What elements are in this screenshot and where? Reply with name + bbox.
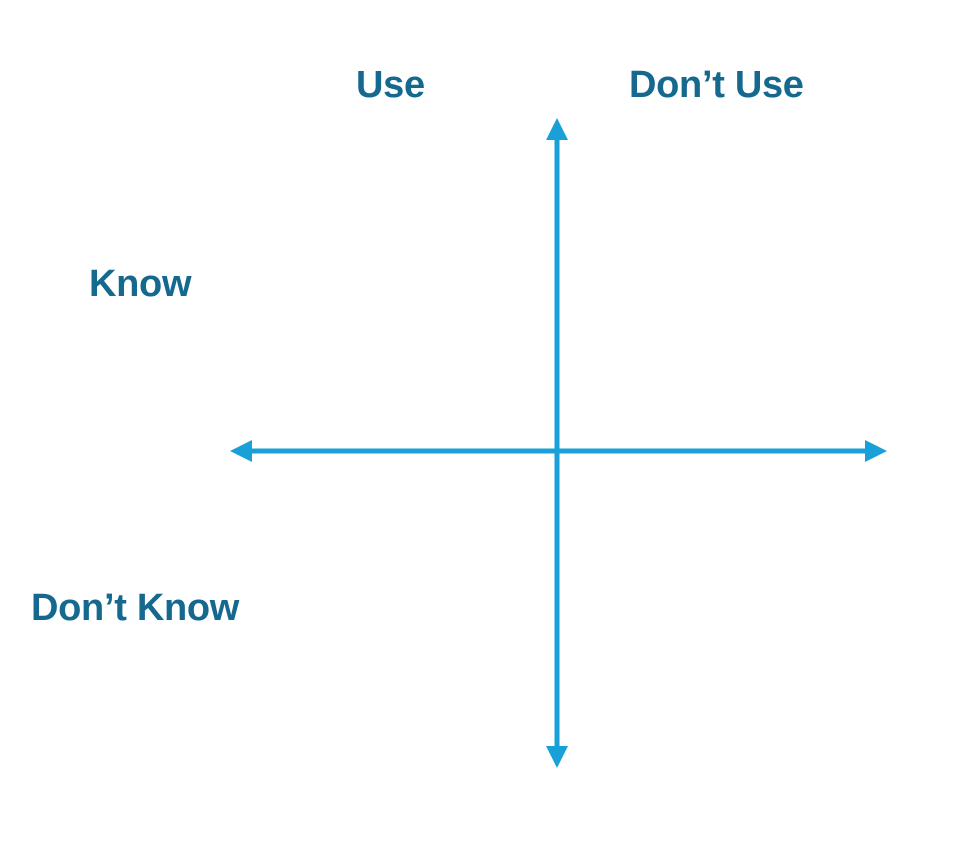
row-label-know: Know	[89, 263, 192, 305]
column-label-use: Use	[356, 64, 425, 106]
arrow-down-icon	[546, 746, 568, 768]
arrow-right-icon	[865, 440, 887, 462]
row-label-dont-know: Don’t Know	[31, 587, 240, 629]
arrow-up-icon	[546, 118, 568, 140]
arrow-left-icon	[230, 440, 252, 462]
column-label-dont-use: Don’t Use	[629, 64, 804, 106]
